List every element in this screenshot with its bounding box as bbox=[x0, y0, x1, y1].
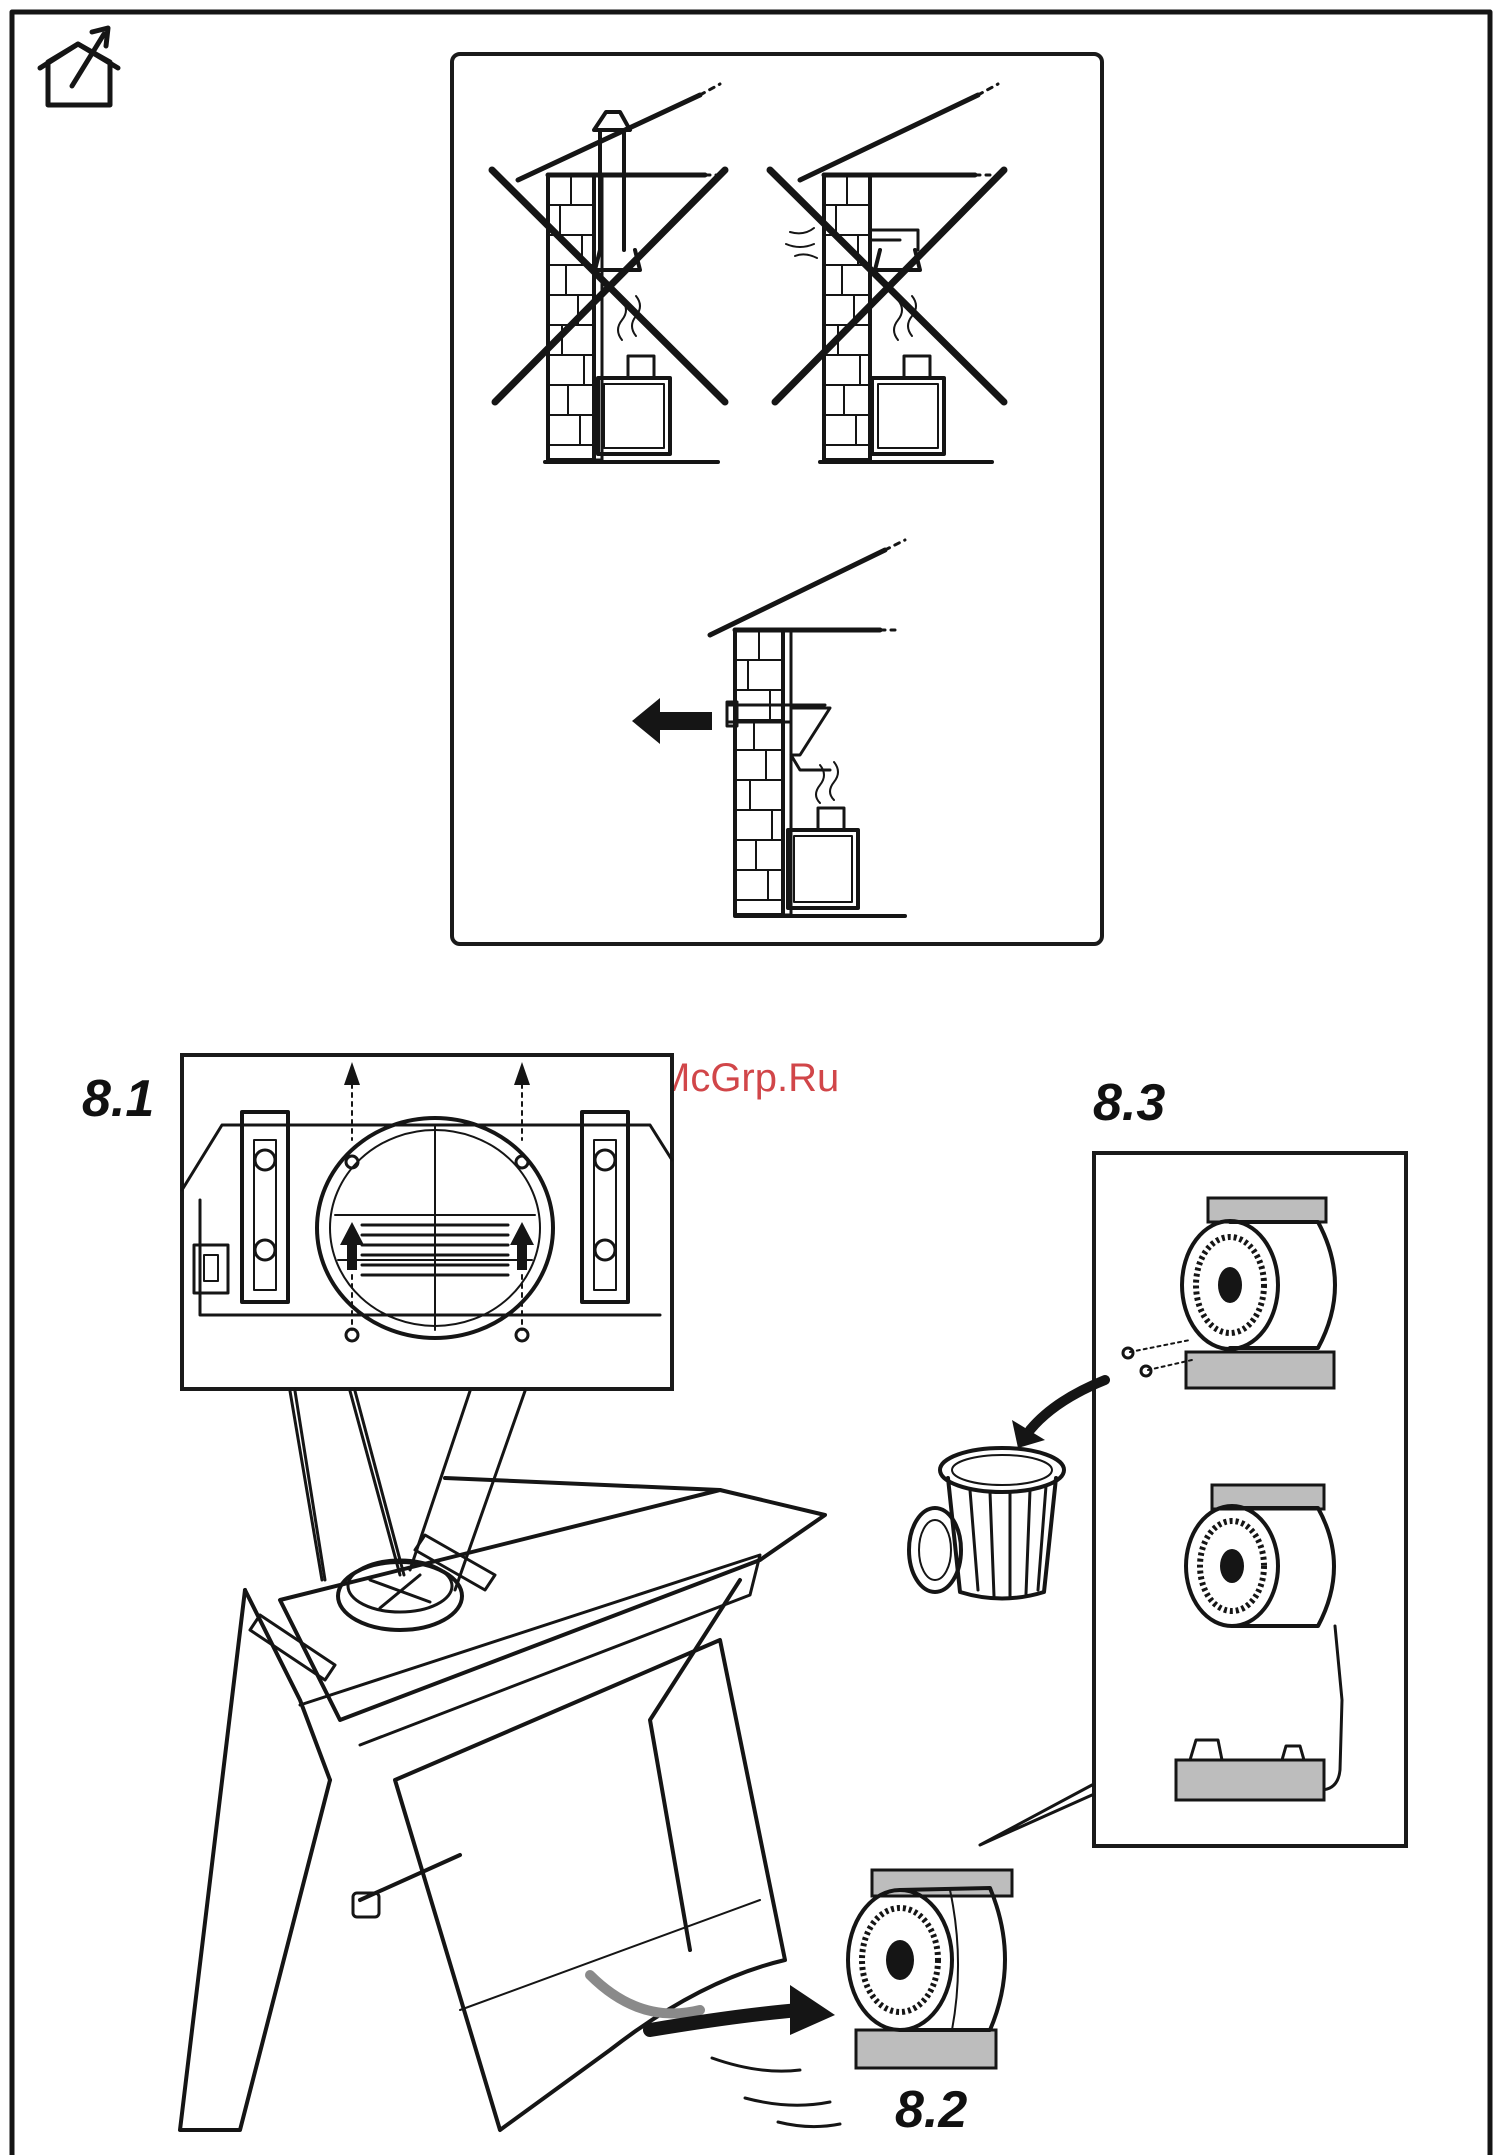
trash-bin-icon bbox=[909, 1448, 1064, 1599]
